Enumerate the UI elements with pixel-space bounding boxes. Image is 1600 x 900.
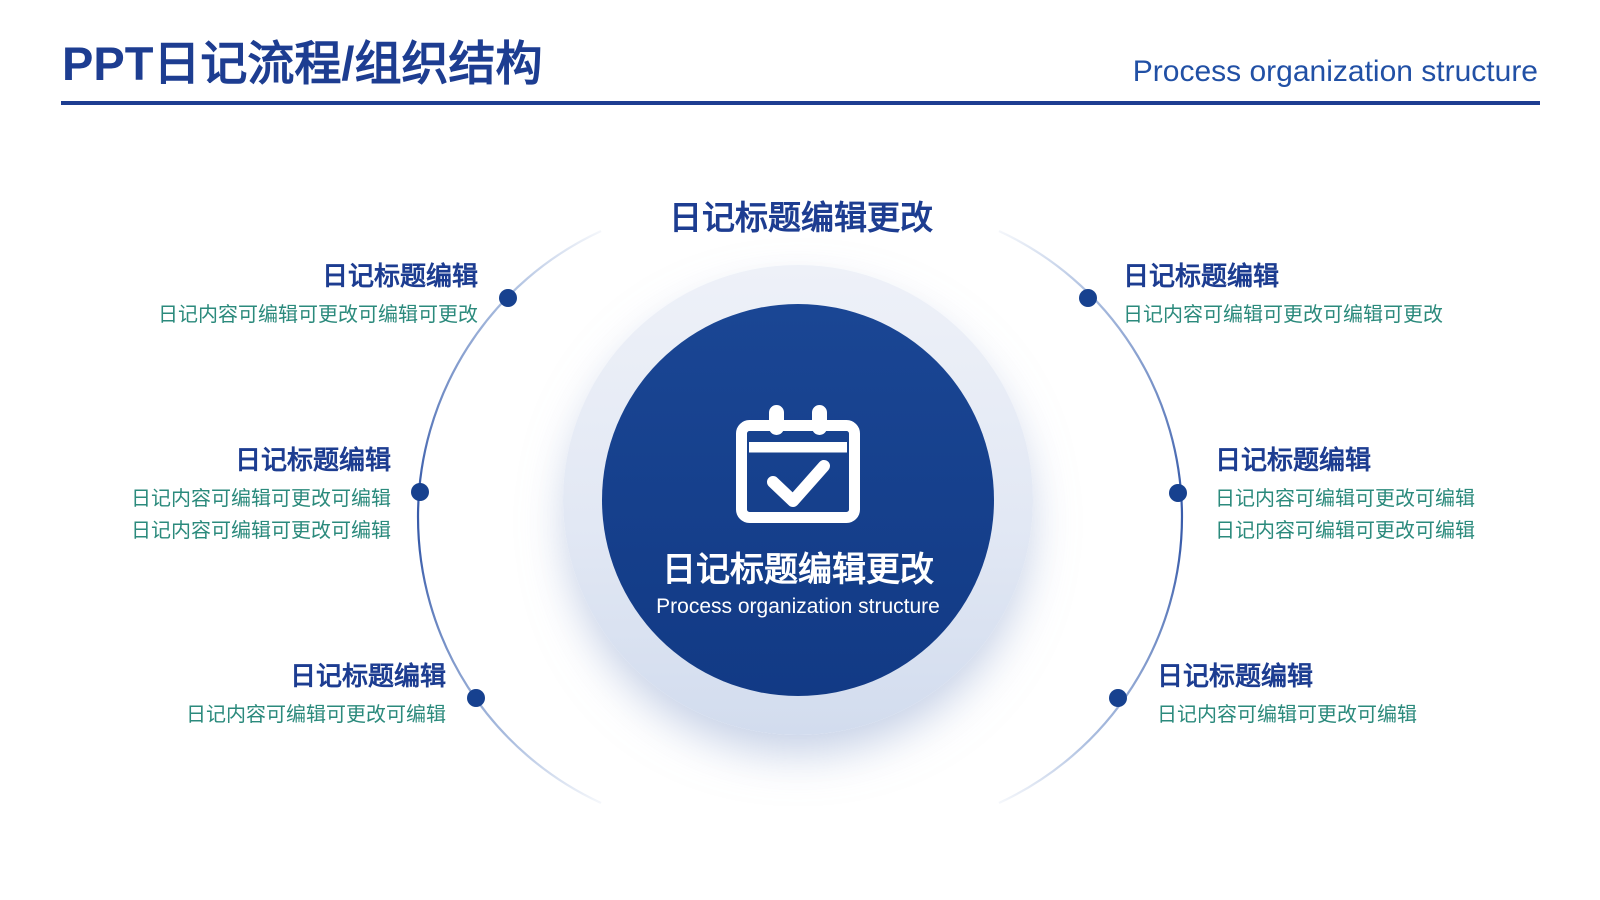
diary-node-bottom-left: 日记标题编辑 日记内容可编辑可更改可编辑 [186,661,446,731]
connector-dot-mid-left [411,483,429,501]
node-title: 日记标题编辑 [1215,445,1372,475]
diary-node-mid-right: 日记标题编辑 日记内容可编辑可更改可编辑 日记内容可编辑可更改可编辑 [1215,445,1475,547]
node-title: 日记标题编辑 [289,661,446,691]
center-title: 日记标题编辑更改 [662,551,934,589]
connector-dot-top-right [1079,289,1097,307]
node-line: 日记内容可编辑可更改可编辑可更改 [1123,304,1443,326]
top-center-label: 日记标题编辑更改 [669,199,933,236]
page-subtitle: Process organization structure [1132,55,1538,88]
connector-dot-bottom-right [1109,689,1127,707]
node-line: 日记内容可编辑可更改可编辑 [131,520,391,542]
node-title: 日记标题编辑 [234,445,391,475]
diary-node-top-left: 日记标题编辑 日记内容可编辑可更改可编辑可更改 [158,261,478,331]
calendar-check-icon [736,405,860,523]
center-subtitle: Process organization structure [656,595,940,618]
connector-dot-bottom-left [467,689,485,707]
title-divider [61,101,1540,105]
node-line: 日记内容可编辑可更改可编辑 [1215,520,1475,542]
node-title: 日记标题编辑 [1123,261,1280,291]
node-line: 日记内容可编辑可更改可编辑可更改 [158,304,478,326]
node-line: 日记内容可编辑可更改可编辑 [1215,488,1475,510]
node-title: 日记标题编辑 [1157,661,1314,691]
page-title: PPT日记流程/组织结构 [62,37,543,90]
connector-dot-top-left [499,289,517,307]
center-text-block: 日记标题编辑更改 Process organization structure [602,550,994,621]
node-line: 日记内容可编辑可更改可编辑 [1157,704,1417,726]
diary-node-mid-left: 日记标题编辑 日记内容可编辑可更改可编辑 日记内容可编辑可更改可编辑 [131,445,391,547]
node-line: 日记内容可编辑可更改可编辑 [131,488,391,510]
diary-node-bottom-right: 日记标题编辑 日记内容可编辑可更改可编辑 [1157,661,1417,731]
node-line: 日记内容可编辑可更改可编辑 [186,704,446,726]
center-circle: 日记标题编辑更改 Process organization structure [602,304,994,696]
diary-node-top-right: 日记标题编辑 日记内容可编辑可更改可编辑可更改 [1123,261,1443,331]
connector-dot-mid-right [1169,484,1187,502]
node-title: 日记标题编辑 [321,261,478,291]
